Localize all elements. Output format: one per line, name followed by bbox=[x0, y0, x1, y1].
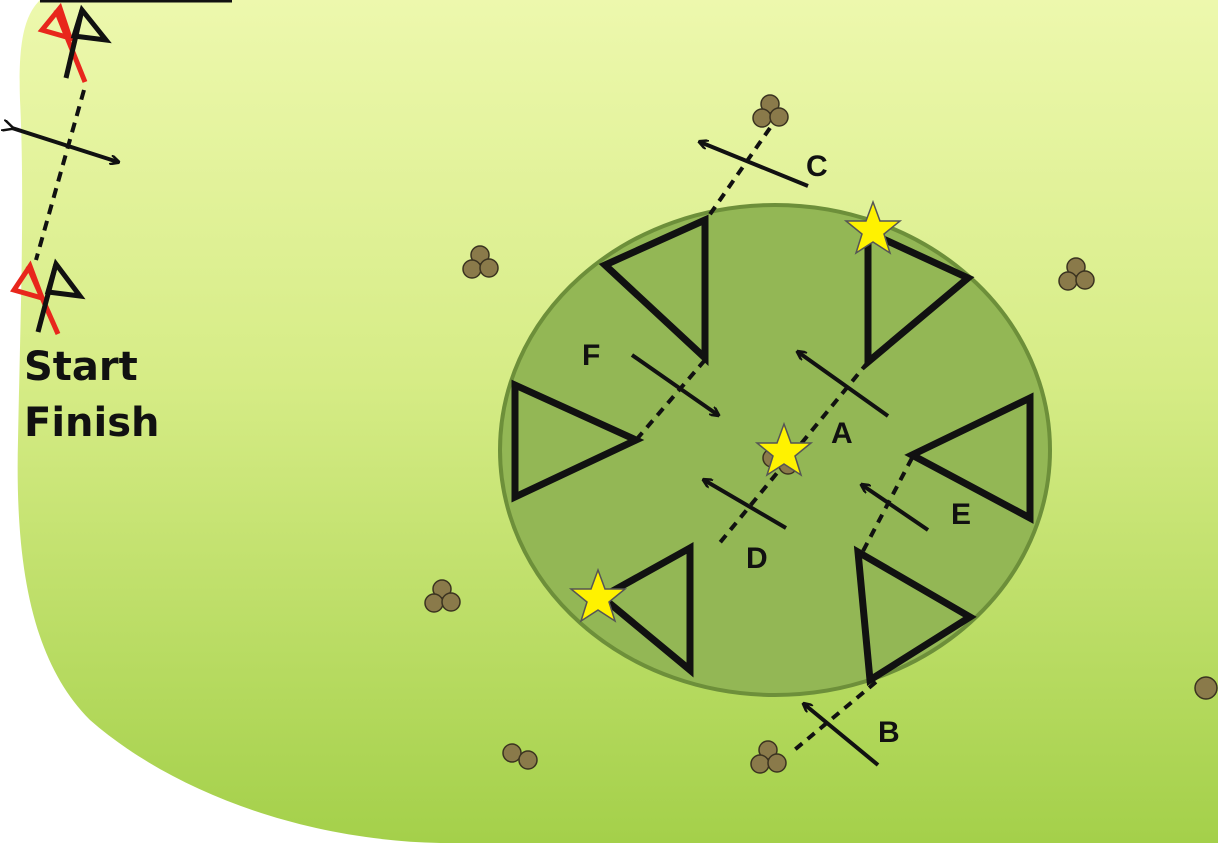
mark-label-f: F bbox=[582, 339, 600, 372]
start-label: Start bbox=[24, 344, 138, 390]
mark-label-e: E bbox=[951, 498, 971, 531]
rock-icon bbox=[1195, 677, 1217, 699]
mark-label-b: B bbox=[878, 716, 900, 749]
finish-label: Finish bbox=[24, 400, 160, 446]
mark-label-c: C bbox=[806, 150, 828, 183]
mark-label-a: A bbox=[831, 417, 853, 450]
mark-label-d: D bbox=[746, 542, 768, 575]
